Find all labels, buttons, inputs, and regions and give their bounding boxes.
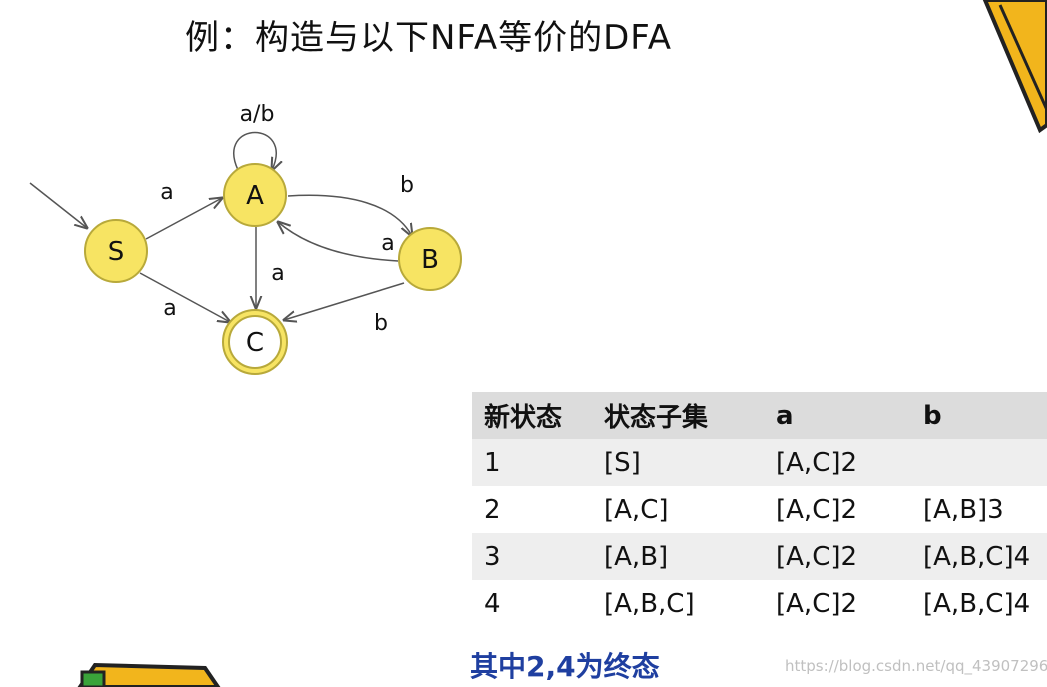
cell-a: [A,C]2 <box>764 439 911 486</box>
state-A-label: A <box>246 181 264 211</box>
table-row: 2 [A,C] [A,C]2 [A,B]3 <box>472 486 1047 533</box>
cell-subset: [A,B] <box>592 533 764 580</box>
cell-new-state: 4 <box>472 580 592 627</box>
page-title: 例：构造与以下NFA等价的DFA <box>185 18 673 58</box>
label-A-loop: a/b <box>240 102 275 127</box>
edge-S-A <box>145 198 222 240</box>
edge-A-B <box>287 194 412 236</box>
table-row: 4 [A,B,C] [A,C]2 [A,B,C]4 <box>472 580 1047 627</box>
cell-new-state: 3 <box>472 533 592 580</box>
cell-b: [A,B,C]4 <box>911 580 1047 627</box>
state-B-label: B <box>421 245 439 275</box>
label-S-C: a <box>163 296 176 321</box>
cell-b: [A,B]3 <box>911 486 1047 533</box>
header-state-subset: 状态子集 <box>592 392 764 439</box>
start-arrow <box>29 182 87 228</box>
cell-subset: [A,C] <box>592 486 764 533</box>
state-C-final: C <box>222 309 288 375</box>
cell-subset: [A,B,C] <box>592 580 764 627</box>
state-S: S <box>84 219 148 283</box>
state-S-label: S <box>108 237 125 267</box>
bottom-left-pencil-icon <box>77 662 221 687</box>
cell-a: [A,C]2 <box>764 580 911 627</box>
header-b: b <box>911 392 1047 439</box>
cell-new-state: 2 <box>472 486 592 533</box>
label-A-C: a <box>271 261 284 286</box>
label-B-C: b <box>374 311 388 336</box>
state-A: A <box>223 163 287 227</box>
edge-A-loop <box>233 131 276 171</box>
cell-new-state: 1 <box>472 439 592 486</box>
header-a: a <box>764 392 911 439</box>
cell-b: [A,B,C]4 <box>911 533 1047 580</box>
top-right-pencil-icon <box>982 0 1047 134</box>
edge-B-C <box>284 282 405 320</box>
state-C-label: C <box>246 328 264 358</box>
label-A-B: b <box>400 173 414 198</box>
cell-a: [A,C]2 <box>764 533 911 580</box>
header-new-state: 新状态 <box>472 392 592 439</box>
cell-b <box>911 439 1047 486</box>
cell-subset: [S] <box>592 439 764 486</box>
table-row: 3 [A,B] [A,C]2 [A,B,C]4 <box>472 533 1047 580</box>
table-row: 1 [S] [A,C]2 <box>472 439 1047 486</box>
label-S-A: a <box>160 180 173 205</box>
watermark: https://blog.csdn.net/qq_43907296 <box>785 657 1047 675</box>
state-B: B <box>398 227 462 291</box>
final-states-note: 其中2,4为终态 <box>470 650 660 683</box>
cell-a: [A,C]2 <box>764 486 911 533</box>
edge-S-C <box>139 272 230 322</box>
label-B-A: a <box>381 231 394 256</box>
dfa-state-table: 新状态 状态子集 a b 1 [S] [A,C]2 2 [A,C] [A,C]2… <box>472 392 1047 627</box>
table-header-row: 新状态 状态子集 a b <box>472 392 1047 439</box>
edge-B-A <box>278 222 399 262</box>
